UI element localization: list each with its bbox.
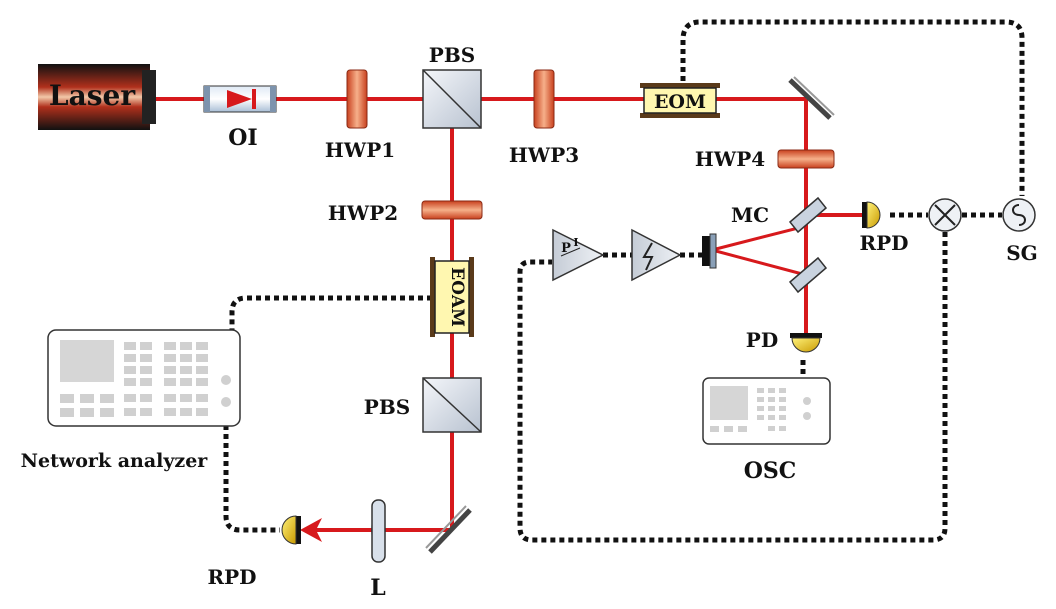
osc-screen	[710, 386, 748, 420]
laser-body	[38, 64, 150, 130]
rpd-right-detector	[866, 201, 881, 229]
cable-mixer-to-pi	[517, 232, 948, 543]
hwp2-plate	[421, 200, 483, 220]
hv-amplifier-triangle	[631, 228, 682, 282]
network-analyzer-screen	[60, 340, 114, 382]
laser-aperture	[142, 70, 156, 124]
osc-label: OSC	[744, 458, 797, 484]
oscilloscope: OSC	[702, 377, 831, 484]
diode-icon	[227, 90, 252, 108]
laser-source: Laser	[38, 64, 156, 130]
pbs-bottom: PBS	[364, 377, 482, 433]
hwp1-plate	[346, 69, 368, 129]
eom: EOM	[640, 83, 720, 118]
eoam-crystal	[434, 260, 470, 334]
mc-pzt-mount	[702, 236, 710, 266]
eoam-label: EOAM	[447, 267, 467, 327]
mixer	[928, 198, 962, 232]
hwp1-label: HWP1	[325, 138, 395, 162]
steering-mirror	[788, 76, 835, 120]
bottom-mirror-surface	[428, 508, 472, 554]
signal-generator: SG	[1002, 198, 1038, 265]
hwp1: HWP1	[325, 69, 395, 162]
electrical-cables	[223, 19, 1025, 543]
rpd-bottom-label: RPD	[207, 565, 256, 589]
cable-eoam-to-na	[229, 295, 432, 330]
eoam: EOAM	[430, 257, 474, 337]
pd-detector	[791, 337, 821, 353]
hwp3: HWP3	[509, 69, 579, 167]
lens-label: L	[370, 575, 385, 601]
optical-isolator: OI	[203, 85, 277, 151]
mc-output-mirror	[788, 256, 828, 294]
hwp3-label: HWP3	[509, 143, 579, 167]
bottom-mirror	[425, 505, 472, 554]
rpd-bottom-detector	[281, 515, 297, 545]
pbs-bottom-label: PBS	[364, 395, 410, 419]
mc-curved-mirror	[709, 233, 717, 269]
rpd-right: RPD	[859, 201, 909, 255]
sg-label: SG	[1006, 241, 1038, 265]
network-analyzer-label: Network analyzer	[21, 450, 209, 472]
pi-letter-i: I	[573, 236, 578, 249]
eom-crystal	[643, 87, 717, 114]
pi-controller: P I	[552, 228, 605, 282]
lightning-icon	[642, 242, 654, 271]
network-analyzer: Network analyzer	[21, 329, 241, 472]
cable-eom-to-sg	[680, 19, 1025, 196]
pi-letter-p: P	[561, 241, 571, 256]
cable-na-to-rpd	[223, 425, 280, 533]
mc-label: MC	[731, 203, 769, 227]
hwp4: HWP4	[695, 147, 835, 171]
hwp4-label: HWP4	[695, 147, 765, 171]
mode-cleaner: MC	[702, 196, 828, 294]
pd: PD	[746, 328, 822, 353]
rpd-right-label: RPD	[859, 231, 908, 255]
pi-controller-triangle	[552, 228, 605, 282]
lens: L	[370, 499, 386, 601]
mirror-surface	[788, 78, 832, 120]
pd-label: PD	[746, 328, 778, 352]
hwp4-plate	[777, 149, 835, 169]
eom-label: EOM	[654, 91, 706, 113]
cavity-beam	[711, 224, 808, 277]
pbs-top-label: PBS	[429, 43, 475, 67]
hwp2-label: HWP2	[328, 201, 398, 225]
rpd-bottom: RPD	[207, 515, 301, 589]
beam-arrowhead	[300, 518, 322, 542]
hv-amplifier	[631, 228, 682, 282]
oi-label: OI	[228, 125, 257, 151]
pbs-top: PBS	[422, 43, 482, 129]
hwp2: HWP2	[328, 200, 483, 225]
hwp3-plate	[533, 69, 555, 129]
mc-input-mirror	[788, 196, 828, 234]
laser-label: Laser	[49, 79, 136, 112]
